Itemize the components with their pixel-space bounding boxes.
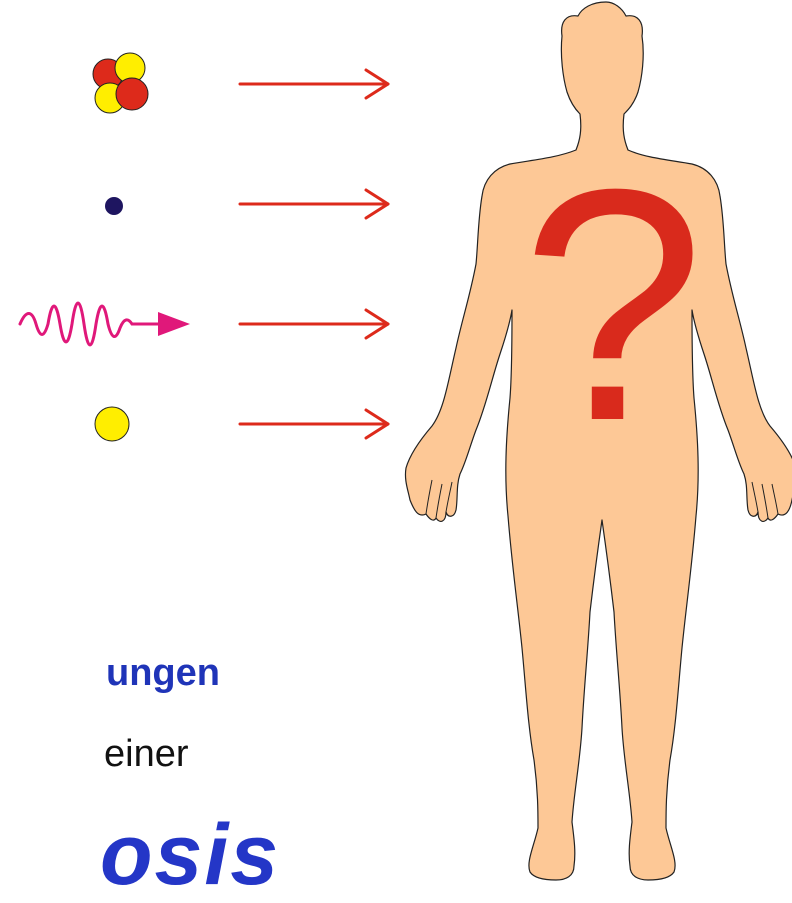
wave-icon xyxy=(20,303,190,345)
circle-icon xyxy=(95,407,129,441)
dot-icon xyxy=(105,197,123,215)
large-italic-text: osis xyxy=(100,812,280,898)
arrow-4 xyxy=(240,410,388,438)
arrow-2 xyxy=(240,190,388,218)
arrow-1 xyxy=(240,70,388,98)
question-mark: ? xyxy=(518,140,708,470)
blue-bold-text: ungen xyxy=(106,654,220,692)
arrow-3 xyxy=(240,310,388,338)
black-text: einer xyxy=(104,735,189,773)
nucleus-icon xyxy=(93,53,148,113)
arrows xyxy=(240,70,388,438)
